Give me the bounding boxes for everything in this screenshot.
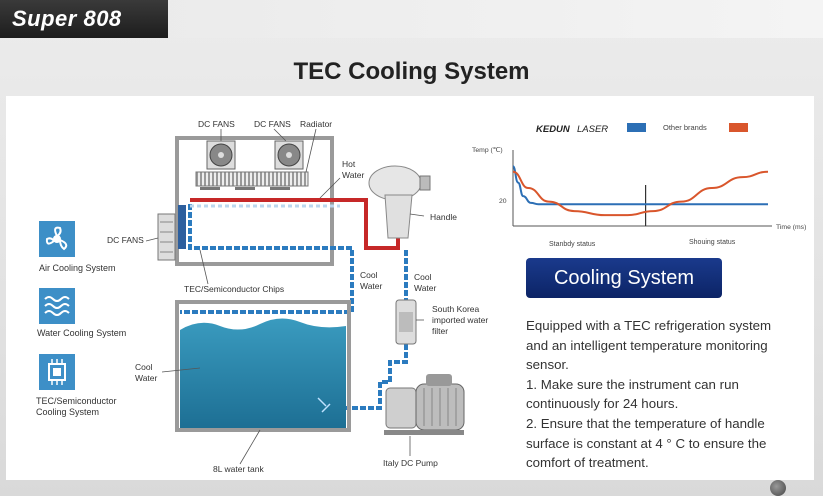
tec-chip-column <box>178 205 186 249</box>
legend-water-cooling: Water Cooling System <box>37 288 126 338</box>
radiator <box>195 171 309 187</box>
label-tank-cool-1: Cool <box>135 362 153 372</box>
label-filter-1: South Korea <box>432 304 480 314</box>
label-cool-water-a1: Cool <box>360 270 378 280</box>
label-tank: 8L water tank <box>213 464 264 474</box>
description-line: sensor. <box>526 357 569 373</box>
cooling-system-banner: Cooling System <box>526 258 722 298</box>
dc-fan-2 <box>274 140 304 170</box>
hot-water-pipe <box>190 198 400 250</box>
label-dc-fans-1: DC FANS <box>198 119 235 129</box>
description-line: comfort of treatment. <box>526 455 649 471</box>
description-line: continuously for 24 hours. <box>526 396 679 412</box>
label-handle: Handle <box>430 212 457 222</box>
legend-label-2: Cooling System <box>36 407 99 417</box>
dc-fan-1 <box>206 140 236 170</box>
description-line: surface is constant at 4 ° C to ensure t… <box>526 435 767 451</box>
label-cool-water-b2: Water <box>414 283 437 293</box>
legend-label: Air Cooling System <box>39 263 116 273</box>
legend-tec-cooling: TEC/Semiconductor Cooling System <box>36 354 117 417</box>
handpiece <box>368 165 431 239</box>
description-line: 1. Make sure the instrument can run <box>526 376 739 392</box>
label-hot-water-2: Water <box>342 170 365 180</box>
label-filter-2: imported water <box>432 315 488 325</box>
description-line: 2. Ensure that the temperature of handle <box>526 415 765 431</box>
brand-tab: Super 808 <box>0 0 168 38</box>
label-dc-fans-2: DC FANS <box>254 119 291 129</box>
water-filter <box>395 299 417 345</box>
dc-pump <box>384 374 465 435</box>
nav-dot-button[interactable] <box>770 480 786 496</box>
label-pump: Italy DC Pump <box>383 458 438 468</box>
description-line: and an intelligent temperature monitorin… <box>526 337 768 353</box>
water-tank-frame <box>175 300 351 432</box>
label-cool-water-b1: Cool <box>414 272 432 282</box>
water-waves-icon <box>39 288 75 324</box>
page-title: TEC Cooling System <box>293 58 530 85</box>
water-tank-water <box>180 318 346 428</box>
label-cool-water-a2: Water <box>360 281 383 291</box>
label-tec-chips: TEC/Semiconductor Chips <box>184 284 284 294</box>
description-text: Equipped with a TEC refrigeration system… <box>526 316 796 473</box>
label-tank-cool-2: Water <box>135 373 158 383</box>
side-dc-fan <box>157 213 176 261</box>
description-line: Equipped with a TEC refrigeration system <box>526 318 772 333</box>
legend-air-cooling: Air Cooling System <box>39 221 116 273</box>
legend-label: TEC/Semiconductor <box>36 396 117 406</box>
label-filter-3: filter <box>432 326 448 336</box>
legend-label: Water Cooling System <box>37 328 126 338</box>
cool-water-pipe-a <box>180 204 354 314</box>
label-dc-fans-side: DC FANS <box>107 235 144 245</box>
brand-name: Super 808 <box>12 6 122 31</box>
cool-water-pipe-c <box>320 344 408 410</box>
label-hot-water-1: Hot <box>342 159 356 169</box>
label-radiator: Radiator <box>300 119 332 129</box>
